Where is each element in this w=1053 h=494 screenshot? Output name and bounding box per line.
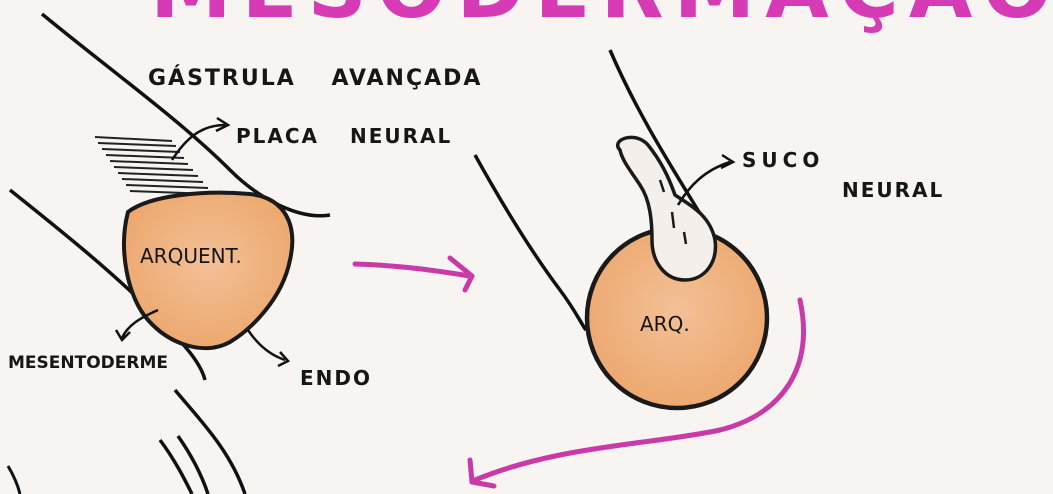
label-neural: NEURAL bbox=[842, 178, 944, 202]
neural-plate-hatching bbox=[95, 137, 212, 194]
label-arquenteron: ARQUENT. bbox=[140, 244, 242, 268]
label-suco: SUCO bbox=[742, 148, 824, 172]
right-outline-lower bbox=[475, 155, 586, 330]
archenteron-left bbox=[124, 193, 292, 348]
label-mesentoderme: MESENTODERME bbox=[8, 353, 168, 373]
label-gastrula-avancada: GÁSTRULA AVANÇADA bbox=[148, 66, 482, 91]
body-lower-line-3 bbox=[178, 436, 208, 494]
body-lower-line-4 bbox=[8, 466, 20, 494]
arrow-endo-icon bbox=[248, 330, 285, 360]
ectoderm-outline-upper bbox=[42, 14, 330, 216]
arrow-center-icon bbox=[355, 264, 470, 276]
label-placa-neural: PLACA NEURAL bbox=[236, 124, 452, 148]
label-arq: ARQ. bbox=[640, 312, 690, 336]
label-endo: ENDO bbox=[300, 366, 372, 390]
